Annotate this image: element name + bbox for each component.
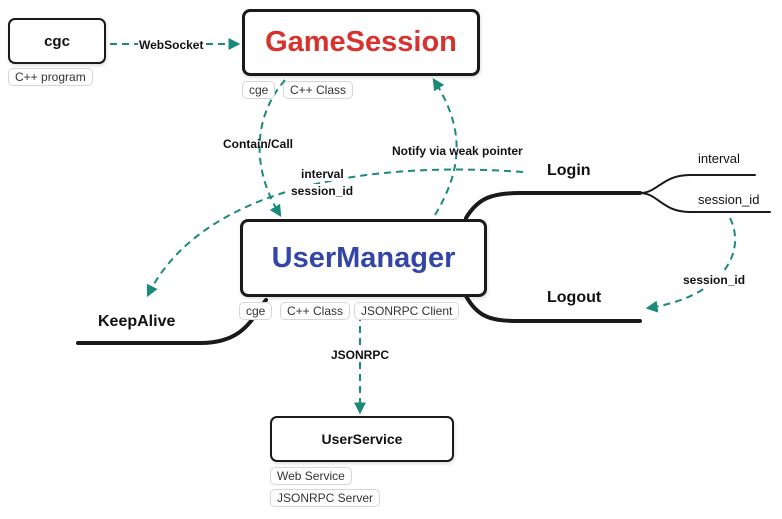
edge-label-contain-call: Contain/Call: [223, 137, 294, 151]
branch-line-login-session: [639, 192, 771, 213]
tag-usermanager-cge: cge: [239, 302, 273, 320]
node-user-service-label: UserService: [321, 431, 403, 447]
branch-login[interactable]: Login: [547, 162, 591, 179]
branch-logout[interactable]: Logout: [547, 289, 602, 306]
tag-usermanager-cpp-class: C++ Class: [280, 302, 351, 320]
edge-label-session-logout: session_id: [682, 273, 747, 287]
tag-gamesession-cge: cge: [242, 81, 276, 99]
branch-keepalive[interactable]: KeepAlive: [98, 313, 176, 330]
node-cgc-label: cgc: [44, 32, 70, 50]
node-cgc[interactable]: cgc: [8, 18, 106, 64]
edge-label-login-keepalive-2: session_id: [290, 184, 355, 198]
node-game-session-label: GameSession: [265, 26, 457, 58]
tag-userservice-jsonrpc-server: JSONRPC Server: [270, 489, 381, 507]
branch-line-login-interval: [639, 174, 756, 194]
tag-cgc-cpp-program: C++ program: [8, 68, 93, 86]
edge-label-notify: Notify via weak pointer: [392, 144, 523, 158]
node-user-manager-label: UserManager: [271, 241, 456, 274]
edge-session-logout: [645, 217, 736, 313]
branch-line-login: [464, 191, 642, 220]
edge-label-jsonrpc: JSONRPC: [330, 348, 391, 362]
node-user-manager[interactable]: UserManager: [240, 219, 487, 297]
tag-usermanager-jsonrpc-client: JSONRPC Client: [354, 302, 460, 320]
branch-line-logout: [464, 294, 642, 323]
tag-gamesession-cpp-class: C++ Class: [283, 81, 354, 99]
edge-notify: [432, 77, 458, 216]
tag-userservice-web-service: Web Service: [270, 467, 352, 485]
branch-login-session-id[interactable]: session_id: [698, 192, 760, 207]
edge-label-login-keepalive-1: interval: [300, 167, 345, 181]
node-user-service[interactable]: UserService: [270, 416, 454, 462]
edge-label-websocket: WebSocket: [138, 38, 205, 52]
branch-login-interval[interactable]: interval: [698, 151, 740, 166]
edge-contain-call: [258, 79, 286, 218]
node-game-session[interactable]: GameSession: [242, 9, 480, 76]
